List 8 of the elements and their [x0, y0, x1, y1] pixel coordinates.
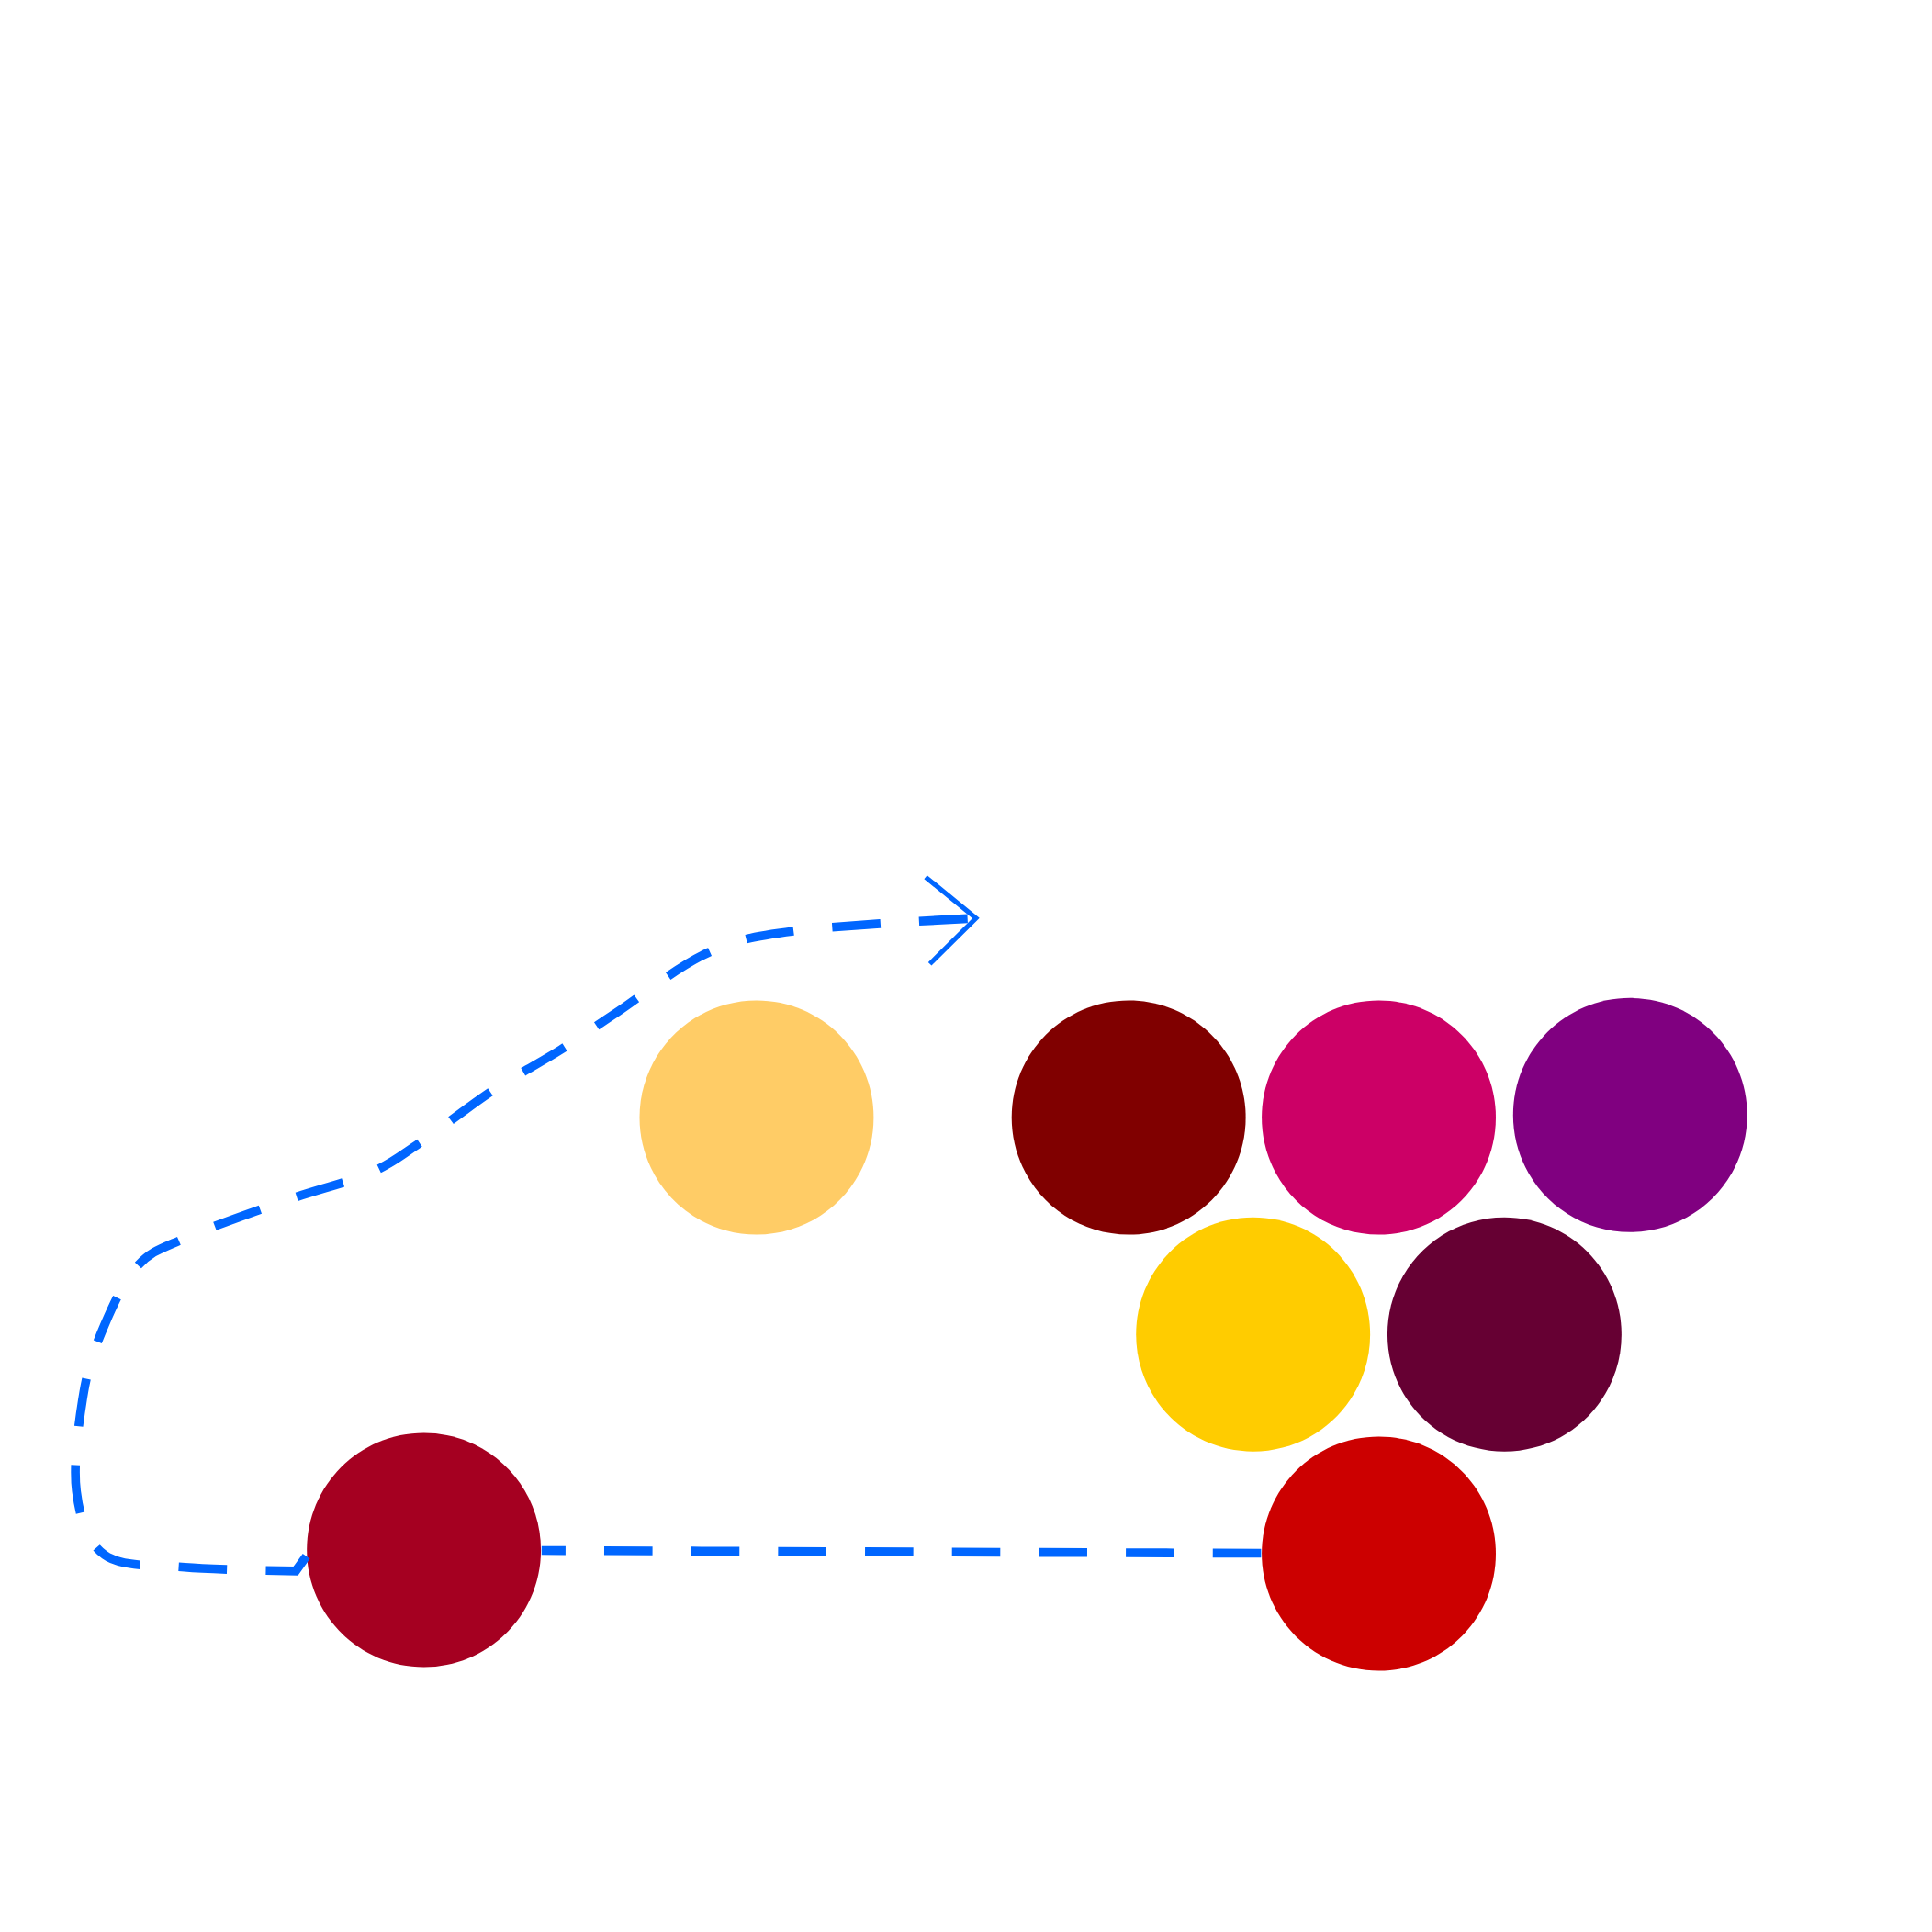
circle — [1011, 1000, 1246, 1235]
circle — [1262, 1436, 1496, 1671]
circle — [639, 1000, 874, 1235]
circle — [1136, 1217, 1371, 1452]
circle — [1262, 1000, 1496, 1235]
circle — [1387, 1217, 1622, 1452]
circle — [307, 1432, 542, 1668]
circle — [1512, 997, 1747, 1232]
